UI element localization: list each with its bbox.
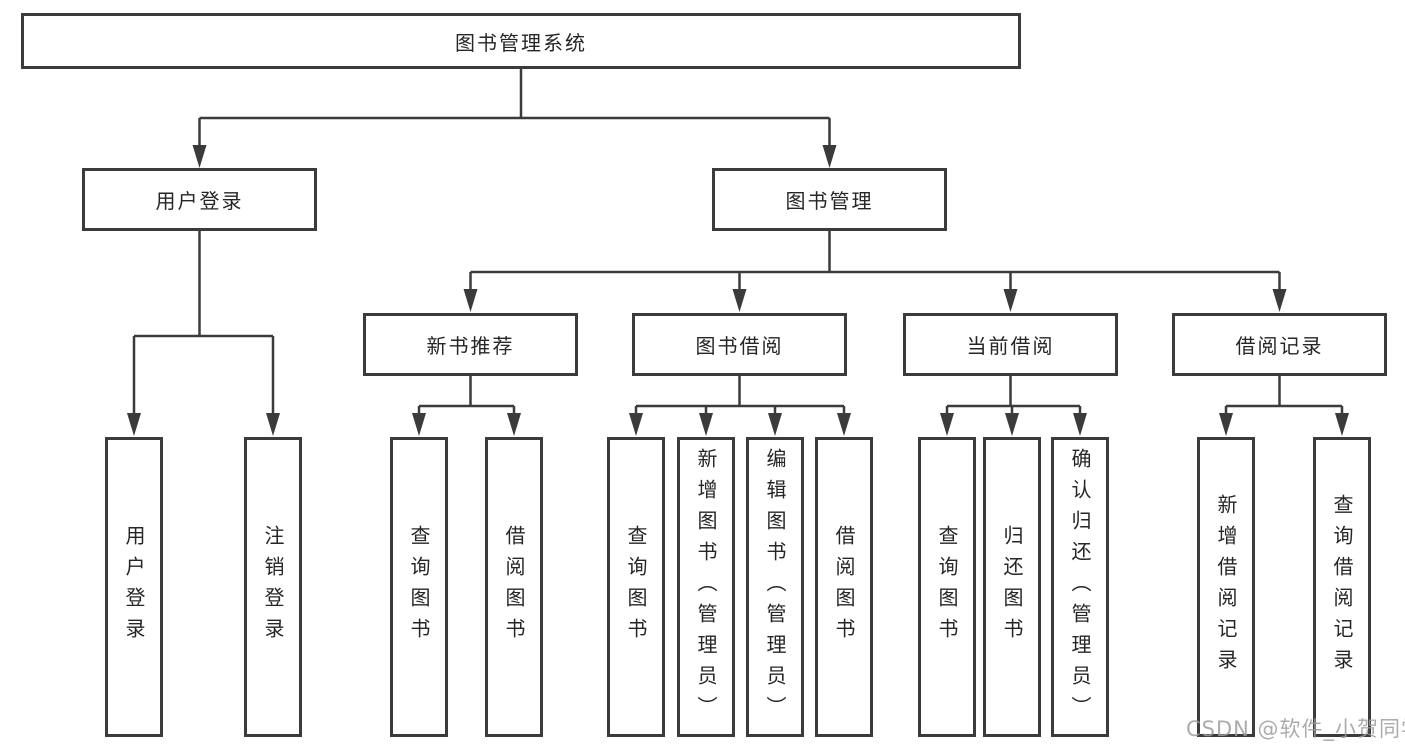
leaf-add-borrow-record: 新增借阅记录 [1197,437,1255,737]
node-book-management: 图书管理 [712,168,947,231]
node-label: 用户登录 [155,189,244,213]
node-library-system: 图书管理系统 [21,13,1021,69]
node-label: 当前借阅 [966,334,1055,358]
leaf-add-books-admin: 新增图书（管理员） [677,437,735,737]
node-new-book-recommend: 新书推荐 [363,313,578,376]
node-label: 新增图书（管理员） [694,447,718,727]
leaf-query-books-borrow: 查询图书 [607,437,665,737]
node-label: 新书推荐 [426,334,515,358]
node-label: 用户登录 [122,525,146,649]
node-label: 图书管理 [785,189,874,213]
node-label: 查询图书 [407,525,431,649]
node-label: 编辑图书（管理员） [763,447,787,727]
leaf-query-books-recommend: 查询图书 [390,437,448,737]
node-book-borrow: 图书借阅 [632,313,847,376]
node-current-borrow: 当前借阅 [903,313,1118,376]
node-label: 确认归还（管理员） [1068,447,1092,727]
node-label: 归还图书 [1000,525,1024,649]
leaf-query-borrow-record: 查询借阅记录 [1313,437,1371,737]
node-label: 图书管理系统 [455,30,587,55]
leaf-confirm-return-admin: 确认归还（管理员） [1051,437,1109,737]
node-label: 查询图书 [935,525,959,649]
node-label: 借阅图书 [502,525,526,649]
node-label: 借阅图书 [832,525,856,649]
leaf-query-books-current: 查询图书 [918,437,976,737]
node-label: 注销登录 [261,525,285,649]
node-label: 查询借阅记录 [1330,494,1354,680]
leaf-borrow-books: 借阅图书 [815,437,873,737]
node-user-login: 用户登录 [82,168,317,231]
leaf-borrow-books-recommend: 借阅图书 [485,437,543,737]
leaf-user-login: 用户登录 [105,437,163,737]
node-label: 新增借阅记录 [1214,494,1238,680]
leaf-edit-books-admin: 编辑图书（管理员） [746,437,804,737]
leaf-return-books: 归还图书 [983,437,1041,737]
node-label: 图书借阅 [695,334,784,358]
leaf-logout: 注销登录 [244,437,302,737]
node-label: 借阅记录 [1235,334,1324,358]
node-label: 查询图书 [624,525,648,649]
node-borrow-records: 借阅记录 [1172,313,1387,376]
